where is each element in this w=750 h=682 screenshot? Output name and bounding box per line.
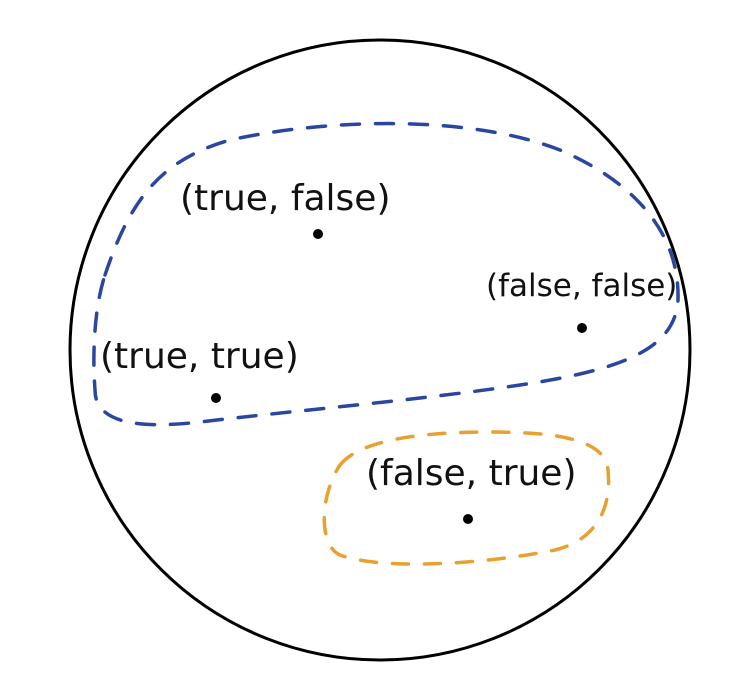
orange-dashed-region	[322, 430, 611, 566]
point-dot-true-true	[211, 393, 221, 403]
point-label-true-false: (true, false)	[180, 178, 391, 219]
point-dot-false-false	[577, 323, 587, 333]
point-label-true-true: (true, true)	[100, 336, 299, 377]
point-dot-false-true	[463, 514, 473, 524]
point-dot-true-false	[313, 229, 323, 239]
blue-dashed-region	[92, 121, 680, 427]
point-label-false-false: (false, false)	[486, 268, 677, 304]
point-label-false-true: (false, true)	[366, 453, 577, 494]
universe-circle	[68, 38, 692, 662]
